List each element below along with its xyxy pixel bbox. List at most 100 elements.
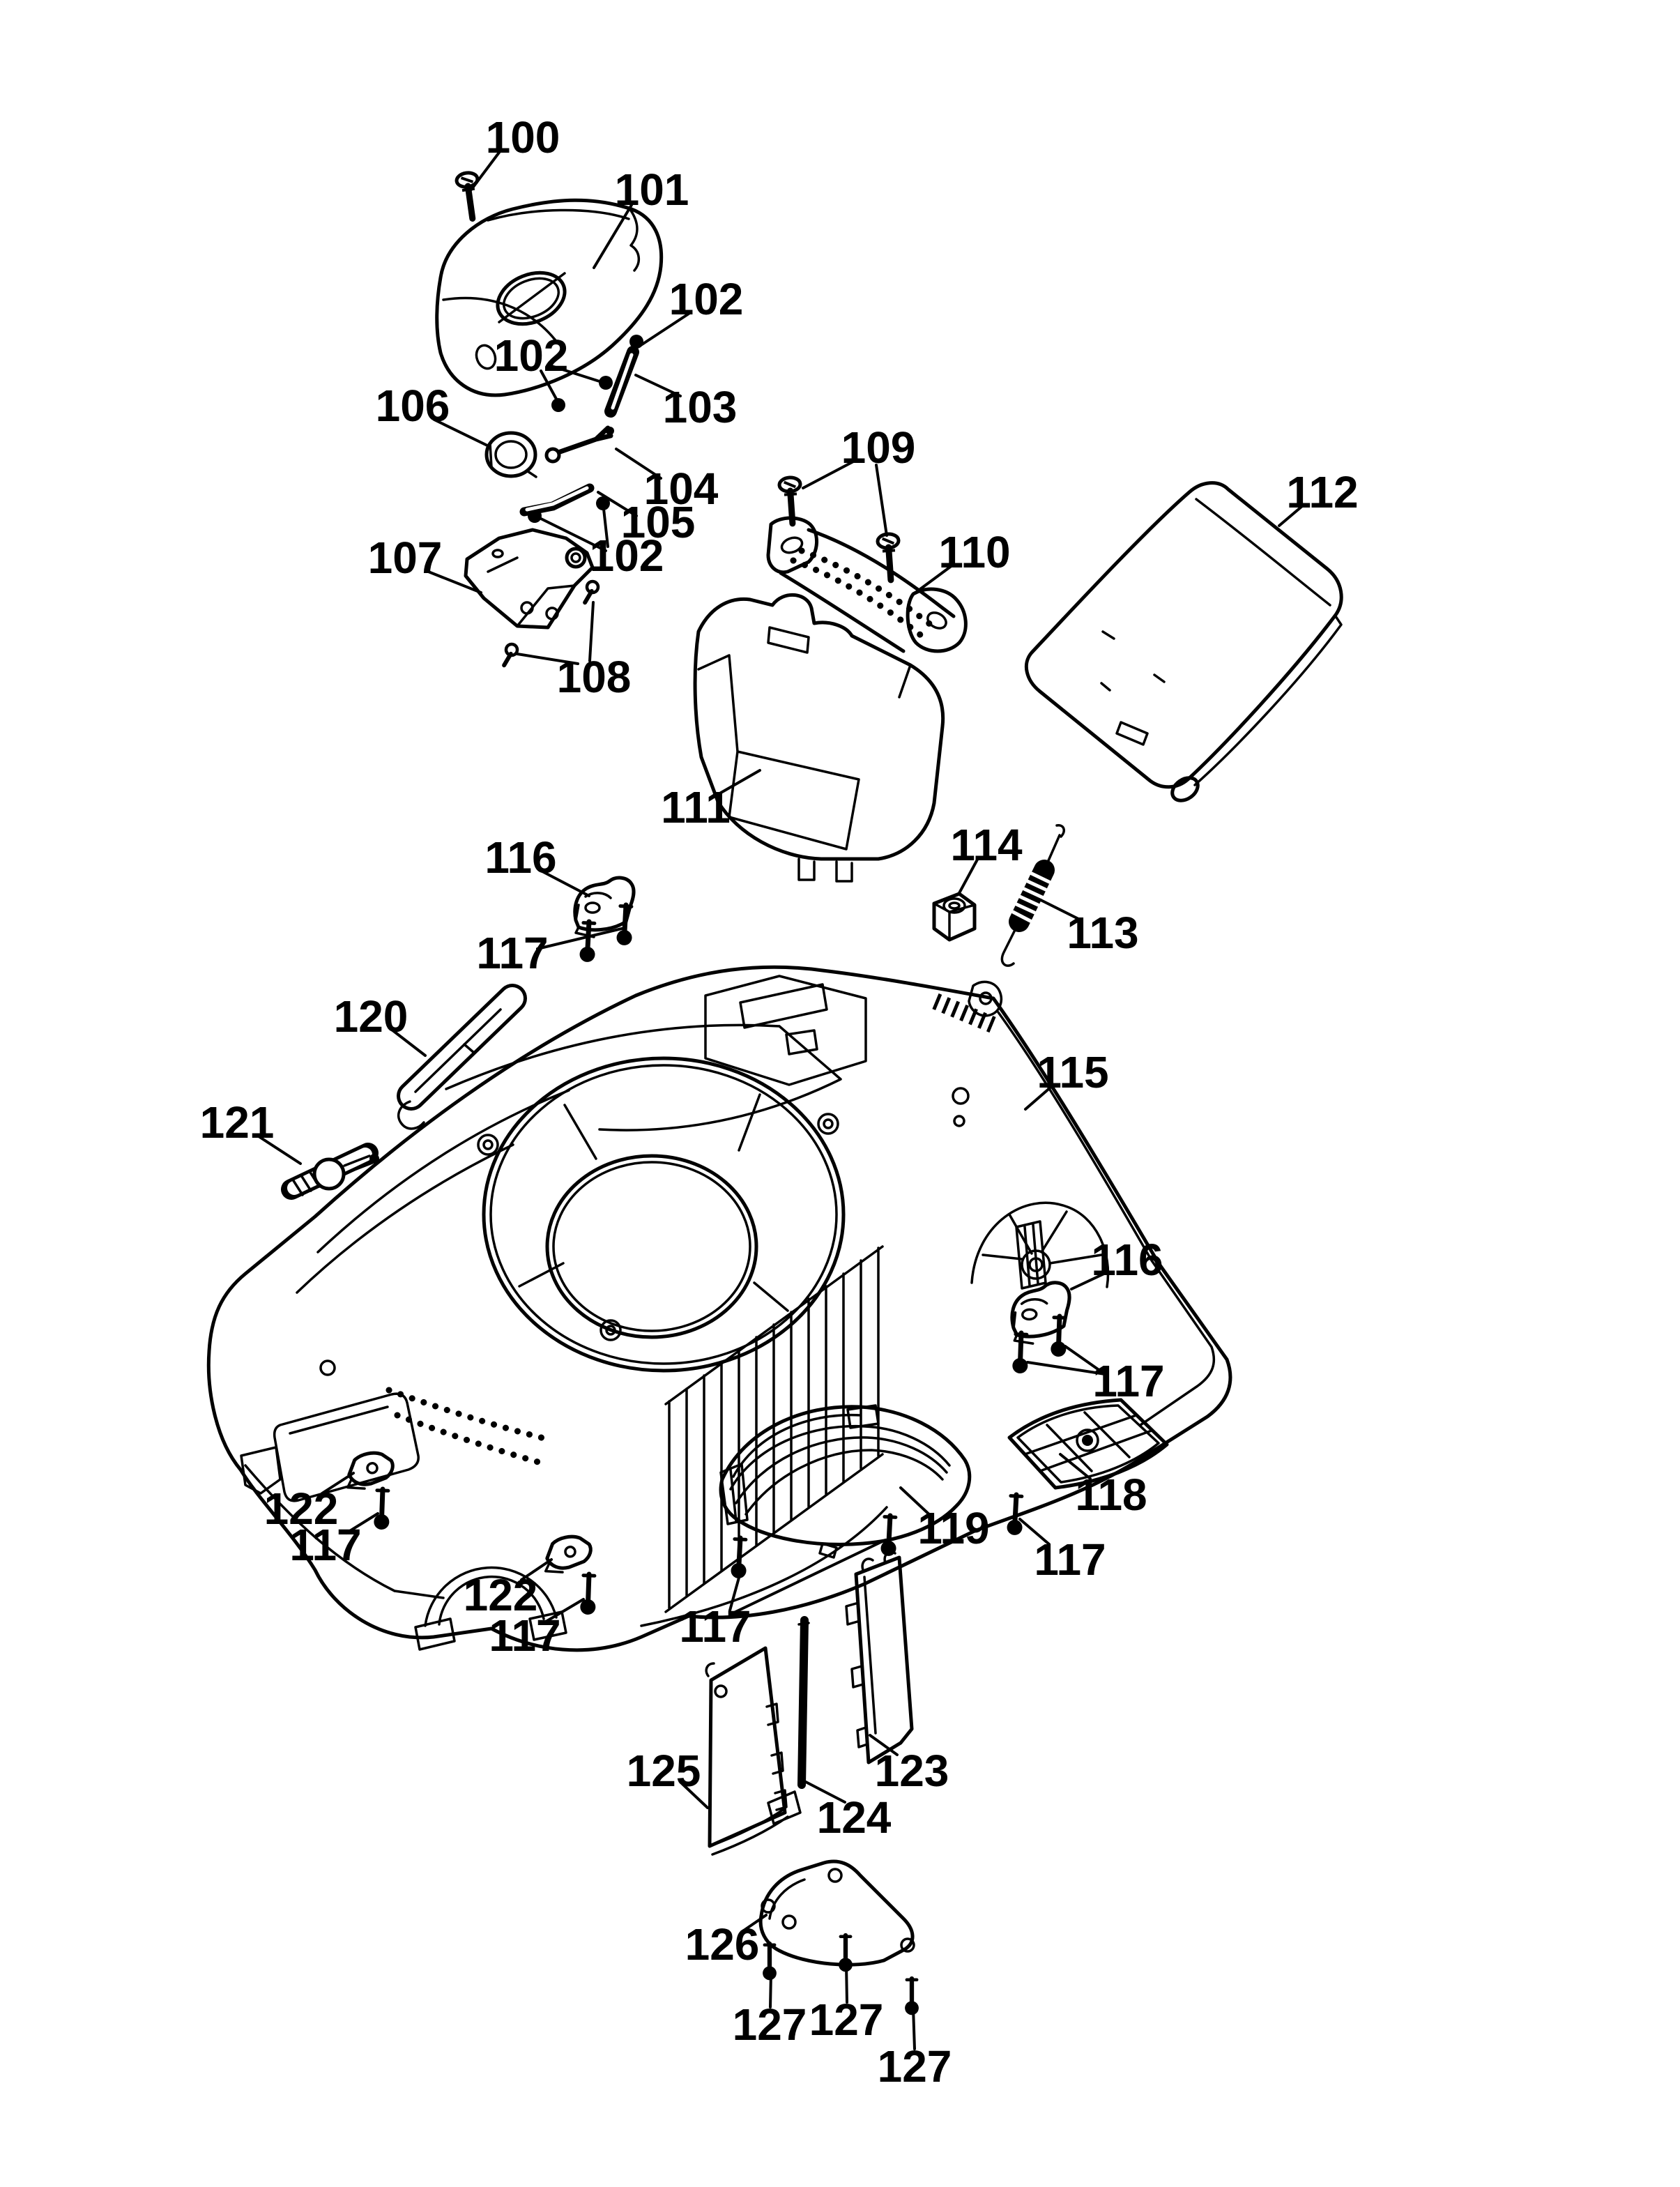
- part-label-117: 117: [1034, 1534, 1106, 1585]
- panel-tabs: [845, 1550, 896, 1748]
- part-label-105: 105: [621, 497, 696, 547]
- part-107-bracket: [464, 528, 595, 630]
- cover-switch-hole-inner: [503, 277, 560, 320]
- part-118-guard-grid: [1007, 1398, 1169, 1490]
- part-label-125: 125: [627, 1746, 701, 1796]
- leader-line-123: [869, 1734, 899, 1756]
- leader-line-117: [536, 927, 626, 950]
- leader-line-108: [588, 601, 595, 662]
- leader-line-110: [919, 564, 954, 590]
- part-122-clamp: [542, 1534, 593, 1573]
- leader-line-106: [433, 418, 489, 447]
- part-label-102: 102: [669, 274, 744, 324]
- blade-ring-inner2: [552, 1161, 751, 1332]
- front-wheel-arch: [414, 1566, 567, 1651]
- rear-panel-inner-edge: [997, 1011, 1216, 1426]
- spacer-hole-inner: [948, 901, 961, 910]
- part-117-screw: [374, 1489, 390, 1530]
- rear-slot-block: [1015, 1220, 1047, 1290]
- deck-vent-slats: [664, 1245, 884, 1613]
- leader-line-127: [845, 1963, 848, 2004]
- leader-line-116: [541, 870, 590, 897]
- cover-switch-hole: [496, 270, 567, 326]
- baffle-hole: [827, 1868, 843, 1883]
- part-120-trim-strip: [397, 984, 527, 1130]
- part-label-119: 119: [917, 1503, 989, 1553]
- part-106-grommet: [484, 431, 537, 478]
- strip-lip-curl: [397, 1008, 502, 1130]
- leader-line-124: [804, 1781, 846, 1804]
- bracket-hole: [545, 607, 559, 620]
- grip-perforations: [790, 557, 925, 639]
- part-label-127: 127: [733, 1999, 807, 2050]
- leader-line-120: [390, 1028, 427, 1057]
- leader-line-109: [875, 464, 888, 537]
- lever-body: [551, 425, 613, 457]
- part-117-screw: [731, 1537, 748, 1578]
- part-111-motor-housing: [693, 593, 945, 883]
- cover-outline: [435, 198, 664, 397]
- blade-ring-outer2: [489, 1064, 838, 1365]
- part-label-115: 115: [1037, 1047, 1108, 1097]
- grid-bars: [1016, 1404, 1160, 1484]
- part-label-110: 110: [938, 527, 1010, 577]
- leader-line-103: [634, 374, 682, 397]
- part-114-spacer: [932, 892, 977, 942]
- part-label-122: 122: [464, 1570, 538, 1620]
- deck-creases: [296, 1023, 842, 1294]
- cover-details: [442, 208, 640, 344]
- leader-line-125: [681, 1783, 709, 1809]
- part-label-102: 102: [590, 531, 664, 581]
- leader-line-101: [593, 204, 633, 269]
- grommet-inner: [494, 440, 528, 469]
- blade-ring-inner: [545, 1154, 758, 1339]
- spacer-outline: [932, 892, 977, 942]
- part-label-113: 113: [1067, 908, 1138, 958]
- leader-line-122: [520, 1558, 553, 1581]
- leader-line-127: [769, 1972, 772, 2009]
- panel-outline: [854, 1555, 914, 1765]
- leader-line-117: [1064, 1345, 1106, 1376]
- leader-line-114: [958, 858, 979, 894]
- lid-edges: [1193, 498, 1343, 786]
- part-label-106: 106: [376, 381, 450, 431]
- deck-boss: [600, 1319, 622, 1341]
- part-label-114: 114: [950, 820, 1023, 870]
- deck-boss: [817, 1113, 839, 1135]
- cover-slash: [498, 272, 566, 323]
- part-101-motor-cover: [435, 198, 664, 397]
- part-124-rod: [797, 1616, 810, 1789]
- part-label-117: 117: [476, 928, 548, 978]
- part-label-109: 109: [841, 422, 916, 473]
- housing-details: [697, 626, 912, 883]
- part-label-121: 121: [200, 1097, 275, 1148]
- leader-line-127: [912, 2006, 916, 2050]
- leader-line-100: [470, 149, 502, 191]
- pin-102: [596, 496, 610, 510]
- part-label-103: 103: [663, 382, 738, 432]
- part-119-deflector: [719, 1404, 972, 1559]
- part-label-117: 117: [289, 1520, 361, 1570]
- part-label-127: 127: [878, 2041, 952, 2091]
- part-label-126: 126: [685, 1919, 760, 1969]
- deck-boss: [477, 1134, 499, 1156]
- leader-line-122: [321, 1472, 355, 1495]
- rear-panel-hole: [953, 1115, 965, 1127]
- bracket-slot: [491, 549, 504, 558]
- deflector-ribs: [729, 1413, 951, 1516]
- part-label-117: 117: [679, 1601, 751, 1652]
- part-label-112: 112: [1286, 467, 1358, 517]
- bracket-boss-hole: [570, 552, 581, 563]
- part-121-latch: [281, 1143, 379, 1200]
- pin-102: [599, 376, 613, 390]
- blade-ring-outer: [482, 1056, 846, 1373]
- part-label-107: 107: [368, 533, 443, 583]
- leader-line-104: [615, 448, 662, 480]
- baffle-inner-edge: [768, 1878, 806, 1920]
- part-104-lever: [544, 425, 614, 464]
- blade-ring-struts: [518, 1093, 789, 1312]
- part-108-screw: [503, 643, 518, 668]
- leader-line-107: [425, 570, 482, 594]
- leader-line-117: [1018, 1518, 1051, 1546]
